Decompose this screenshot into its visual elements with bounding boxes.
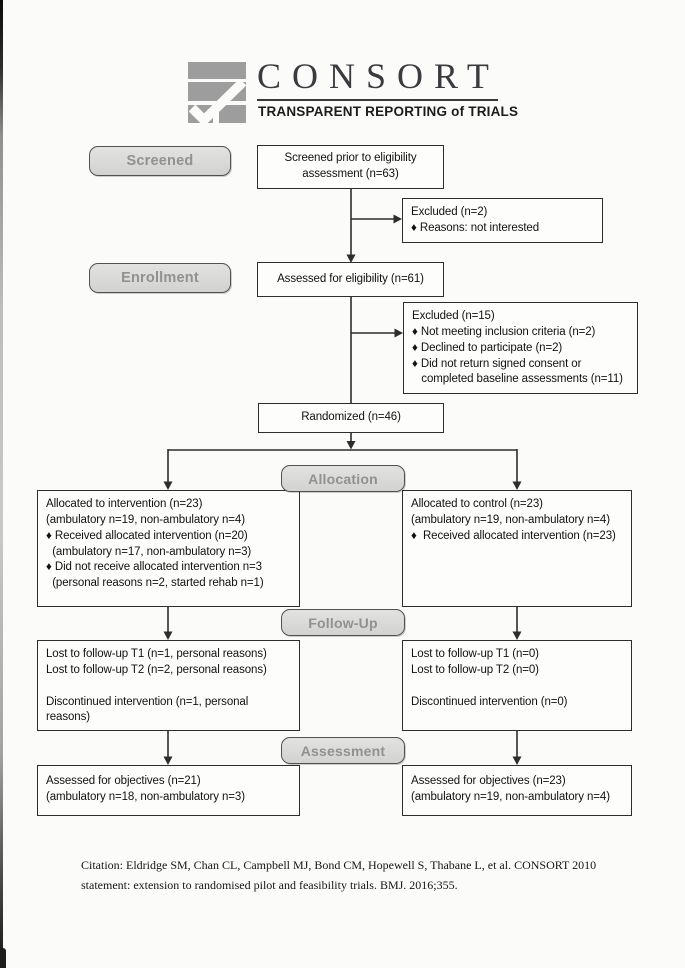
box-followup-control: Lost to follow-up T1 (n=0) Lost to follo… xyxy=(402,640,632,731)
scan-edge-artifact xyxy=(0,0,3,968)
box-assessed-control: Assessed for objectives (n=23) (ambulato… xyxy=(402,765,632,816)
citation-text: Citation: Eldridge SM, Chan CL, Campbell… xyxy=(81,858,597,892)
logo-divider xyxy=(257,99,498,101)
box-screened-prior: Screened prior to eligibility assessment… xyxy=(257,145,444,189)
box-assessed-eligibility: Assessed for eligibility (n=61) xyxy=(257,262,444,297)
arrowheads xyxy=(163,214,522,765)
stage-followup: Follow-Up xyxy=(281,609,405,636)
consort-wordmark: CONSORT xyxy=(257,56,500,96)
consort-checkmark-icon xyxy=(188,62,246,123)
stage-assessment: Assessment xyxy=(281,737,405,764)
box-allocated-intervention: Allocated to intervention (n=23) (ambula… xyxy=(37,490,300,607)
stage-enrollment: Enrollment xyxy=(89,263,231,293)
box-randomized: Randomized (n=46) xyxy=(258,403,444,433)
box-excluded-screening: Excluded (n=2) ♦ Reasons: not interested xyxy=(402,198,603,243)
box-excluded-eligibility: Excluded (n=15) ♦ Not meeting inclusion … xyxy=(403,302,638,394)
stage-screened: Screened xyxy=(89,146,231,176)
consort-tagline: TRANSPARENT REPORTING of TRIALS xyxy=(258,104,519,119)
box-followup-intervention: Lost to follow-up T1 (n=1, personal reas… xyxy=(37,640,300,731)
stage-allocation: Allocation xyxy=(281,465,405,492)
box-assessed-intervention: Assessed for objectives (n=21) (ambulato… xyxy=(37,765,300,816)
scan-corner-mark xyxy=(0,948,6,968)
box-allocated-control: Allocated to control (n=23) (ambulatory … xyxy=(402,490,632,607)
